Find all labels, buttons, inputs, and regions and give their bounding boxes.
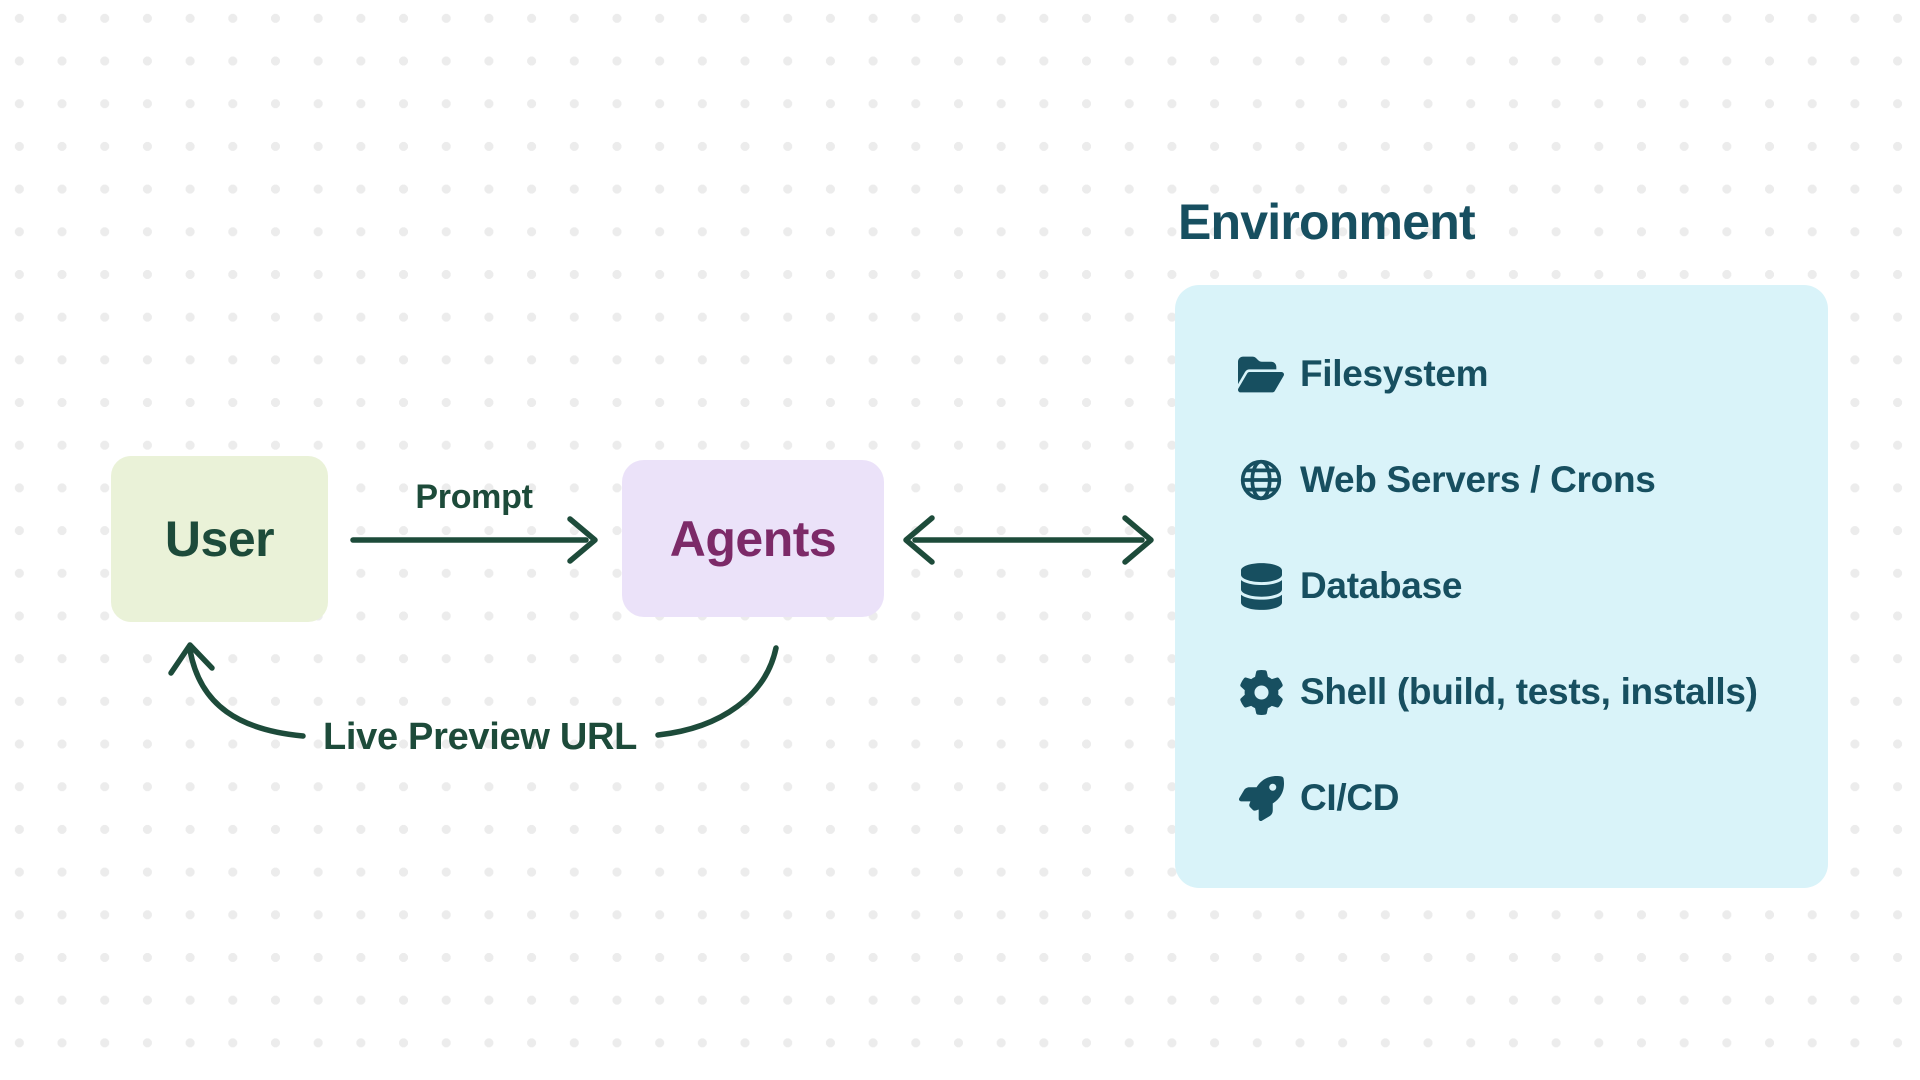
env-item-filesystem: Filesystem <box>1238 321 1828 427</box>
prompt-arrow <box>350 516 598 564</box>
env-item-label: Web Servers / Crons <box>1300 459 1656 500</box>
gear-icon <box>1238 667 1284 717</box>
env-item-label: Shell (build, tests, installs) <box>1300 671 1758 712</box>
agents-environment-arrow <box>903 515 1154 565</box>
live-preview-arrow <box>168 642 779 739</box>
live-preview-curve-left <box>187 647 306 739</box>
rocket-icon <box>1238 773 1284 823</box>
user-node-label: User <box>164 511 275 567</box>
prompt-arrow-head <box>567 516 598 564</box>
env-item-web-servers: Web Servers / Crons <box>1238 427 1828 533</box>
agents-environment-left-head <box>903 515 935 565</box>
globe-icon <box>1238 455 1284 505</box>
prompt-arrow-label: Prompt <box>415 478 533 516</box>
agents-environment-right-head <box>1122 515 1154 565</box>
agents-node-label: Agents <box>669 510 837 567</box>
environment-panel: Filesystem Web Servers / Crons Database <box>1175 285 1828 888</box>
env-item-cicd: CI/CD <box>1238 745 1828 851</box>
live-preview-curve-right <box>655 645 779 738</box>
live-preview-arrow-label: Live Preview URL <box>322 716 638 758</box>
database-icon <box>1238 561 1284 611</box>
env-item-database: Database <box>1238 533 1828 639</box>
env-item-label: Filesystem <box>1300 353 1489 394</box>
env-item-label: CI/CD <box>1300 777 1400 818</box>
live-preview-arrow-head <box>168 642 215 676</box>
env-item-label: Database <box>1300 565 1463 606</box>
folder-open-icon <box>1238 349 1284 399</box>
agents-node: Agents <box>622 460 884 617</box>
user-node: User <box>111 456 328 622</box>
environment-title: Environment <box>1178 194 1476 250</box>
env-item-shell: Shell (build, tests, installs) <box>1238 639 1828 745</box>
